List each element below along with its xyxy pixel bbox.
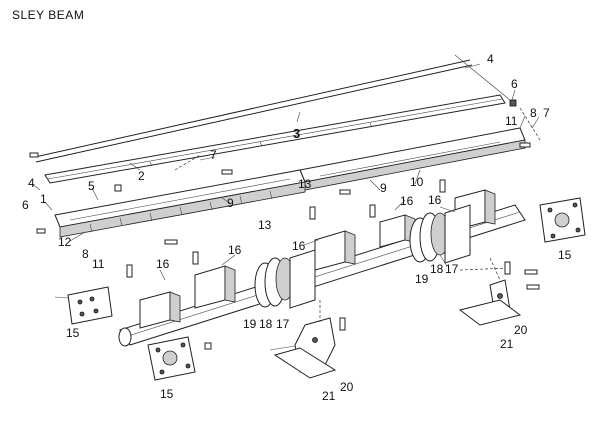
callout-9-left: 9 <box>227 196 234 210</box>
callout-19-right: 19 <box>415 272 429 286</box>
callout-17-right: 17 <box>445 262 459 276</box>
callout-6-left: 6 <box>22 198 29 212</box>
callout-18-right: 18 <box>430 262 444 276</box>
bearing-assembly-left <box>254 249 316 309</box>
callout-3: 3 <box>293 126 300 141</box>
diagram-title: SLEY BEAM <box>12 8 85 22</box>
callout-20-bottom: 20 <box>340 380 354 394</box>
guide-rail-left <box>54 169 306 238</box>
callout-20-right: 20 <box>514 323 528 337</box>
callout-8-right: 8 <box>530 106 537 120</box>
side-plate-right <box>539 197 586 243</box>
callout-labels: 4 6 3 2 7 8 7 11 5 4 1 6 12 8 11 9 9 10 … <box>22 52 572 403</box>
reed-rail <box>44 94 506 184</box>
callout-12: 12 <box>58 235 72 249</box>
callout-16-c: 16 <box>292 239 306 253</box>
support-foot-right <box>458 279 522 326</box>
callout-11-left: 11 <box>92 257 105 271</box>
leader-lines <box>31 63 540 281</box>
callout-4-left: 4 <box>28 176 35 190</box>
callout-4-top: 4 <box>487 52 494 66</box>
bracket-16-b <box>194 265 236 309</box>
callout-19-left: 19 <box>243 317 257 331</box>
top-rod <box>34 54 511 163</box>
callout-15-left: 15 <box>66 326 80 340</box>
side-plate-left <box>54 286 113 325</box>
fasteners <box>29 99 540 350</box>
side-plate-bottom <box>147 336 196 381</box>
callout-2: 2 <box>138 169 145 183</box>
callout-21-right: 21 <box>500 337 514 351</box>
callout-16-e: 16 <box>400 194 414 208</box>
callout-8-left: 8 <box>82 247 89 261</box>
callout-13-bottom: 13 <box>258 218 272 232</box>
callout-1: 1 <box>40 192 47 206</box>
bracket-16-a <box>139 291 181 329</box>
callout-5: 5 <box>88 179 95 193</box>
callout-6-top: 6 <box>511 77 518 91</box>
support-foot-center <box>269 317 337 379</box>
callout-18-left: 18 <box>259 317 273 331</box>
callout-16-b: 16 <box>228 243 242 257</box>
bearing-assembly-right <box>409 204 471 264</box>
callout-9-right: 9 <box>380 181 387 195</box>
callout-16-a: 16 <box>156 257 170 271</box>
callout-13-top: 13 <box>298 177 312 191</box>
callout-21-bottom: 21 <box>322 389 336 403</box>
callout-17-left: 17 <box>276 317 290 331</box>
assembly-lines <box>174 107 541 322</box>
callout-16-d: 16 <box>428 193 442 207</box>
callout-7-left: 7 <box>210 148 217 162</box>
callout-15-bottom: 15 <box>160 387 174 401</box>
callout-7-right: 7 <box>543 106 550 120</box>
callout-10: 10 <box>410 175 424 189</box>
callout-15-right: 15 <box>558 248 572 262</box>
callout-11-right: 11 <box>505 114 518 128</box>
